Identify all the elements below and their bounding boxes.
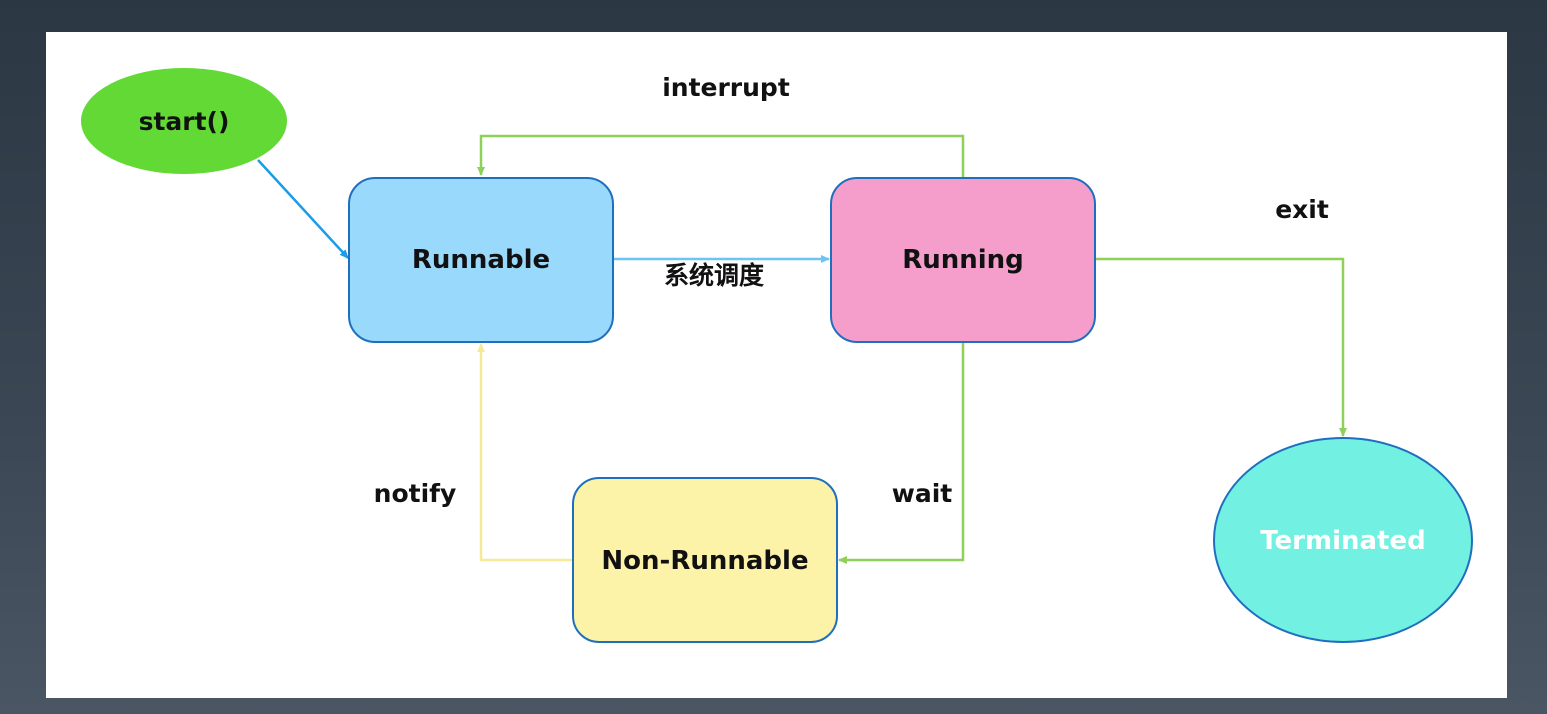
edge-wait [838, 342, 965, 564]
wait-label: wait [892, 479, 953, 508]
start-ellipse [81, 68, 287, 174]
edge-exit [1096, 257, 1347, 437]
node-non-runnable: Non-Runnable [572, 477, 838, 643]
node-runnable: Runnable [348, 177, 614, 343]
non-runnable-label: Non-Runnable [601, 546, 808, 576]
edge-start-to-runnable [257, 159, 349, 259]
running-box [830, 177, 1096, 343]
non-runnable-box [572, 477, 838, 643]
terminated-ellipse [1213, 437, 1473, 643]
runnable-label: Runnable [412, 245, 550, 275]
runnable-box [348, 177, 614, 343]
exit-label: exit [1275, 195, 1329, 224]
node-start: start() [81, 68, 287, 174]
interrupt-label: interrupt [662, 73, 790, 102]
terminated-label: Terminated [1260, 526, 1425, 556]
edge-interrupt [477, 134, 965, 178]
schedule-label: 系统调度 [664, 261, 764, 290]
running-label: Running [902, 245, 1024, 275]
node-running: Running [830, 177, 1096, 343]
start-label: start() [139, 107, 230, 136]
edge-notify [477, 343, 572, 562]
node-terminated: Terminated [1213, 437, 1473, 643]
notify-label: notify [374, 479, 457, 508]
